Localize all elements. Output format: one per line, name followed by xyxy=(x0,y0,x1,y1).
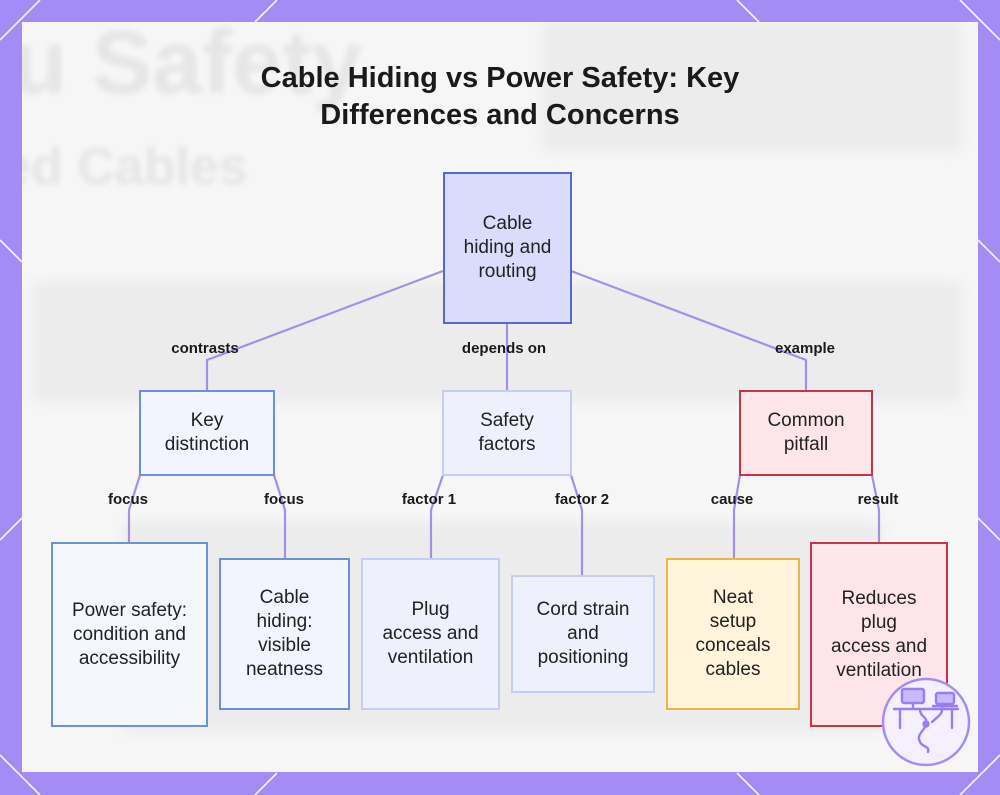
background-photo-text: ed Cables xyxy=(22,138,248,196)
diagram-title: Cable Hiding vs Power Safety: Key Differ… xyxy=(0,60,1000,134)
node-key-distinction-label: Key distinction xyxy=(164,410,250,455)
edge-safety-to-plug-access xyxy=(429,474,445,558)
edge-pitfall-to-neat-setup xyxy=(732,474,742,558)
background-photo-text: u Safety xyxy=(22,22,363,113)
node-reduces-plug-label: Reduces plug access and ventilation xyxy=(830,587,928,681)
edge-root-to-common-pitfall xyxy=(570,269,808,390)
node-power-safety-label: Power safety: condition and accessibilit… xyxy=(71,599,188,669)
edge-root-to-key-distinction xyxy=(205,269,444,390)
node-cable-hiding: Cable hiding: visible neatness xyxy=(219,558,350,710)
edge-pitfall-to-reduces-plug xyxy=(870,474,881,542)
edge-safety-to-cord-strain xyxy=(569,474,584,575)
node-cord-strain-label: Cord strain and positioning xyxy=(536,599,630,668)
edge-label-cause: cause xyxy=(710,491,754,508)
node-plug-access: Plug access and ventilation xyxy=(361,558,500,710)
node-cable-hiding-label: Cable hiding: visible neatness xyxy=(245,587,324,680)
edge-key-to-cable-hiding xyxy=(272,474,287,558)
node-power-safety: Power safety: condition and accessibilit… xyxy=(51,542,208,727)
edge-label-result: result xyxy=(857,491,899,508)
node-plug-access-label: Plug access and ventilation xyxy=(382,599,479,668)
node-key-distinction: Key distinction xyxy=(139,390,275,476)
edge-label-contrasts: contrasts xyxy=(171,340,239,357)
node-common-pitfall: Common pitfall xyxy=(739,390,873,476)
title-line-2: Differences and Concerns xyxy=(320,99,680,131)
node-root: Cable hiding and routing xyxy=(443,172,572,324)
node-common-pitfall-label: Common pitfall xyxy=(767,410,845,455)
node-cord-strain: Cord strain and positioning xyxy=(511,575,655,693)
edge-label-example: example xyxy=(774,340,836,357)
edge-key-to-power-safety xyxy=(127,474,142,542)
edge-label-factor-1: factor 1 xyxy=(401,491,457,508)
edge-label-focus-1: focus xyxy=(107,491,149,508)
node-neat-setup-label: Neat setup conceals cables xyxy=(695,587,771,680)
title-line-1: Cable Hiding vs Power Safety: Key xyxy=(260,62,740,94)
edge-label-focus-2: focus xyxy=(263,491,305,508)
node-safety-factors: Safety factors xyxy=(442,390,572,476)
edge-label-depends-on: depends on xyxy=(461,340,547,357)
desk-computer-cables-icon xyxy=(881,677,971,767)
node-neat-setup: Neat setup conceals cables xyxy=(666,558,800,710)
node-root-label: Cable hiding and routing xyxy=(463,213,552,282)
edge-label-factor-2: factor 2 xyxy=(554,491,610,508)
node-safety-factors-label: Safety factors xyxy=(478,410,536,455)
background-photo-shape xyxy=(542,22,962,152)
